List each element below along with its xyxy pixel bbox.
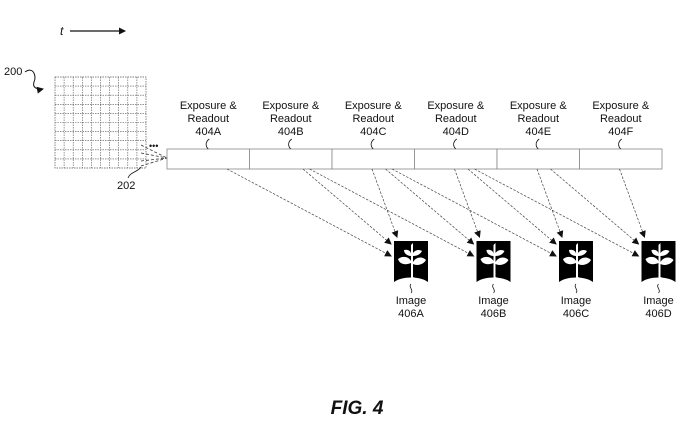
- exposure-cell: [166, 148, 250, 170]
- pixel-row-ref-leader: [127, 166, 142, 179]
- exposure-label-line2: Readout: [270, 113, 312, 125]
- exposure-label-line1: Exposure &: [510, 100, 568, 112]
- exposure-label-line1: Exposure &: [592, 100, 650, 112]
- exposure-to-image-arrow: [474, 168, 640, 257]
- image-leader: [657, 283, 660, 294]
- ground-shape: [394, 277, 428, 282]
- plant-icon: [563, 243, 591, 282]
- exposure-to-image-arrow: [302, 168, 392, 245]
- exposure-to-image-arrow: [619, 168, 646, 238]
- exposure-label-line2: Readout: [187, 113, 229, 125]
- exposure-label-ref: 404F: [608, 126, 633, 138]
- exposure-to-image-arrow: [550, 168, 640, 245]
- exposure-label-line2: Readout: [435, 113, 477, 125]
- pixel-row-ref-label: 202: [117, 180, 135, 192]
- image-ref: 406D: [645, 308, 671, 320]
- ellipsis: •••: [149, 141, 158, 151]
- figure-label: FIG. 4: [331, 398, 384, 419]
- exposure-label-ref: 404B: [278, 126, 304, 138]
- time-label: t: [60, 24, 64, 38]
- exposure-leader: [288, 138, 293, 150]
- plant-icon: [480, 243, 509, 282]
- plant-icon: [645, 243, 674, 282]
- image-label: Image: [396, 295, 427, 307]
- exposure-label-line1: Exposure &: [427, 100, 485, 112]
- image-leader: [574, 283, 578, 294]
- exposure-label-ref: 404D: [443, 126, 469, 138]
- exposure-to-image-arrows: [226, 168, 646, 257]
- exposure-to-image-arrow: [454, 168, 481, 238]
- exposure-label-line1: Exposure &: [180, 100, 238, 112]
- exposure-label-ref: 404A: [195, 126, 221, 138]
- exposure-cell: [414, 148, 498, 170]
- readout-lines: [140, 144, 168, 167]
- exposure-cell: [579, 148, 663, 170]
- image-label: Image: [643, 295, 674, 307]
- image-leader: [409, 283, 413, 294]
- image-ref: 406C: [563, 308, 589, 320]
- image-leader: [492, 283, 495, 294]
- exposure-label-line2: Readout: [352, 113, 394, 125]
- exposure-leader: [205, 138, 210, 150]
- image-ref: 406B: [481, 308, 507, 320]
- exposure-to-image-arrow: [226, 168, 392, 257]
- exposure-leader: [453, 138, 458, 150]
- exposure-to-image-arrow: [309, 168, 475, 257]
- exposure-to-image-arrow: [385, 168, 475, 245]
- sensor-ref-label: 200: [4, 66, 22, 78]
- exposure-label-line2: Readout: [600, 113, 642, 125]
- image-label: Image: [478, 295, 509, 307]
- image-ref: 406A: [398, 308, 424, 320]
- exposure-cell: [249, 148, 333, 170]
- image-sensor-grid: [54, 76, 147, 169]
- sensor-ref-leader: [24, 69, 44, 94]
- exposure-label-line2: Readout: [517, 113, 559, 125]
- exposure-to-image-arrow: [371, 168, 399, 238]
- exposure-to-image-arrow: [391, 168, 557, 257]
- exposure-leader: [618, 138, 623, 150]
- exposure-to-image-arrow: [467, 168, 557, 245]
- exposure-label-line1: Exposure &: [345, 100, 403, 112]
- exposure-cell: [496, 148, 580, 170]
- exposure-cell: [331, 148, 415, 170]
- exposure-leader: [370, 138, 375, 150]
- exposure-label-ref: 404E: [525, 126, 551, 138]
- exposure-label-line1: Exposure &: [262, 100, 320, 112]
- exposure-label-ref: 404C: [360, 126, 386, 138]
- ground-shape: [641, 277, 676, 282]
- ground-shape: [559, 277, 593, 282]
- image-label: Image: [561, 295, 592, 307]
- plant-icon: [398, 243, 426, 282]
- ground-shape: [476, 277, 511, 282]
- exposure-leader: [535, 138, 540, 150]
- exposure-to-image-arrow: [536, 168, 564, 238]
